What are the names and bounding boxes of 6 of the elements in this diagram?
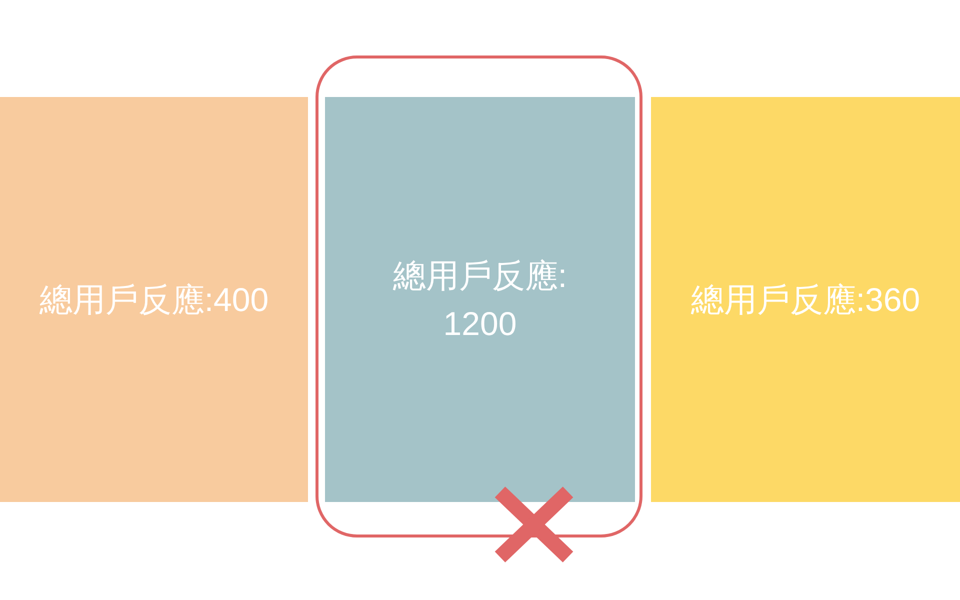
value-block: [651, 97, 960, 502]
count-text: 總用戶反應:400: [39, 280, 269, 320]
count-text: 總用戶反應:1200: [392, 256, 568, 344]
count-text: 總用戶反應:360: [690, 280, 920, 320]
value-block: [325, 97, 635, 502]
value-block: [0, 97, 308, 502]
